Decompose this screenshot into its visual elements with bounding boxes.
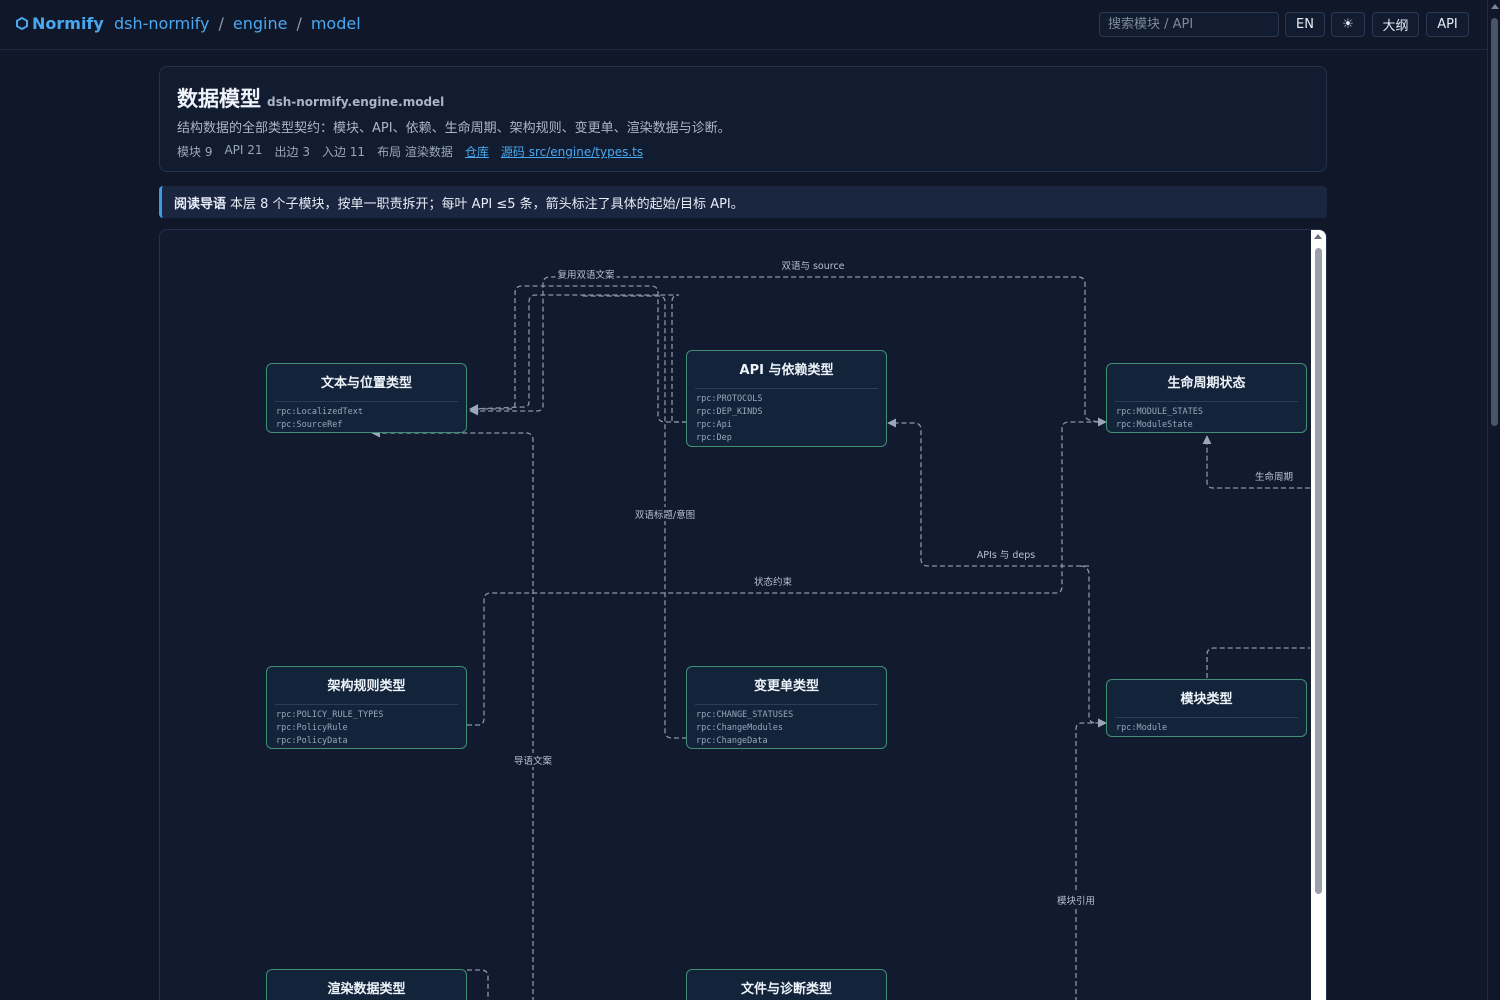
reading-guide-label: 阅读导语 bbox=[174, 196, 227, 212]
node-title: 模块类型 bbox=[1180, 692, 1233, 707]
node-text-position-types[interactable]: 文本与位置类型 rpc:LocalizedText rpc:SourceRef bbox=[266, 363, 467, 433]
scrollbar-thumb[interactable] bbox=[1491, 18, 1498, 426]
breadcrumb-separator: / bbox=[218, 14, 224, 33]
source-link[interactable]: 源码 src/engine/types.ts bbox=[500, 145, 644, 159]
reading-guide: 阅读导语 本层 8 个子模块，按单一职责拆开；每叶 API ≤5 条，箭头标注了… bbox=[159, 186, 1327, 218]
scroll-up-arrow-icon[interactable] bbox=[1491, 4, 1499, 9]
node-change-types[interactable]: 变更单类型 rpc:CHANGE_STATUSES rpc:ChangeModu… bbox=[686, 666, 887, 749]
reading-guide-text: 本层 8 个子模块，按单一职责拆开；每叶 API ≤5 条，箭头标注了具体的起始… bbox=[230, 196, 744, 212]
api-item[interactable]: rpc:Api bbox=[696, 420, 732, 430]
hexagon-logo-icon bbox=[16, 17, 28, 30]
api-item[interactable]: rpc:DEP_KINDS bbox=[696, 407, 763, 417]
api-item[interactable]: rpc:PROTOCOLS bbox=[696, 394, 763, 404]
api-item[interactable]: rpc:ModuleState bbox=[1116, 420, 1193, 430]
node-module-types[interactable]: 模块类型 rpc:Module bbox=[1106, 679, 1307, 737]
repo-link[interactable]: 仓库 bbox=[464, 145, 489, 159]
api-item[interactable]: rpc:POLICY_RULE_TYPES bbox=[276, 710, 384, 720]
api-item[interactable]: rpc:Module bbox=[1116, 723, 1168, 733]
node-divider bbox=[1115, 401, 1298, 402]
language-toggle-button[interactable]: EN bbox=[1285, 12, 1325, 37]
api-item[interactable]: rpc:PolicyData bbox=[276, 736, 348, 746]
node-divider bbox=[275, 704, 458, 705]
node-title: 渲染数据类型 bbox=[327, 982, 406, 997]
edge-label-lifecycle: 生命周期 bbox=[1252, 469, 1296, 483]
module-description: 结构数据的全部类型契约：模块、API、依赖、生命周期、架构规则、变更单、渲染数据… bbox=[177, 121, 731, 136]
theme-toggle-button[interactable]: ☀ bbox=[1331, 12, 1365, 37]
page-title: 数据模型 bbox=[177, 87, 261, 111]
node-divider bbox=[1115, 717, 1298, 718]
brand-name: Normify bbox=[32, 14, 104, 33]
search-input[interactable] bbox=[1099, 12, 1279, 37]
edge-render bbox=[467, 969, 489, 1000]
api-item[interactable]: rpc:CHANGE_STATUSES bbox=[696, 710, 794, 720]
edge-module-ref bbox=[1075, 718, 1107, 1000]
edge-label-apis-deps: APIs 与 deps bbox=[974, 547, 1038, 561]
node-title: 生命周期状态 bbox=[1167, 376, 1246, 391]
page-scrollbar[interactable] bbox=[1487, 0, 1500, 1000]
edge-bilingual-source bbox=[469, 276, 1107, 423]
meta-apis: API 21 bbox=[224, 143, 263, 157]
edge-reuse-bilingual bbox=[469, 285, 687, 423]
edge-state-constraint bbox=[467, 417, 1107, 726]
edge-reuse-bilingual-2 bbox=[469, 294, 687, 423]
edge-module-outgoing bbox=[1206, 647, 1310, 678]
node-file-diagnostic-types[interactable]: 文件与诊断类型 bbox=[686, 969, 887, 1000]
node-lifecycle-states[interactable]: 生命周期状态 rpc:MODULE_STATES rpc:ModuleState bbox=[1106, 363, 1307, 433]
edge-label-guide-text: 导语文案 bbox=[511, 753, 555, 767]
sun-icon: ☀ bbox=[1342, 17, 1354, 32]
breadcrumb-item-engine[interactable]: engine bbox=[232, 14, 288, 33]
meta-out-edges: 出边 3 bbox=[274, 145, 310, 159]
edge-label-bilingual-source: 双语与 source bbox=[779, 258, 847, 272]
diagram-scrollbar-thumb[interactable] bbox=[1315, 248, 1322, 894]
edge-label-state-constraint: 状态约束 bbox=[751, 574, 795, 588]
outline-button[interactable]: 大纲 bbox=[1372, 12, 1419, 37]
module-diagram[interactable]: 文本与位置类型 rpc:LocalizedText rpc:SourceRef … bbox=[159, 229, 1327, 1000]
breadcrumb-separator: / bbox=[296, 14, 302, 33]
node-divider bbox=[695, 388, 878, 389]
edge-lifecycle bbox=[1202, 435, 1310, 489]
module-header-card: 数据模型 dsh-normify.engine.model 结构数据的全部类型契… bbox=[159, 66, 1327, 172]
api-item[interactable]: rpc:Dep bbox=[696, 433, 732, 443]
meta-modules: 模块 9 bbox=[177, 145, 213, 159]
node-title: 架构规则类型 bbox=[327, 679, 406, 694]
api-item[interactable]: rpc:MODULE_STATES bbox=[1116, 407, 1203, 417]
edge-label-module-ref: 模块引用 bbox=[1054, 893, 1098, 907]
edge-label-reuse-bilingual: 复用双语文案 bbox=[555, 267, 617, 281]
api-item[interactable]: rpc:LocalizedText bbox=[276, 407, 363, 417]
node-policy-rule-types[interactable]: 架构规则类型 rpc:POLICY_RULE_TYPES rpc:PolicyR… bbox=[266, 666, 467, 749]
edge-apis-deps-module bbox=[1079, 565, 1107, 728]
module-meta: 模块 9 API 21 出边 3 入边 11 布局 渲染数据 仓库 源码 src… bbox=[177, 143, 643, 160]
diagram-scrollbar[interactable] bbox=[1311, 230, 1326, 1000]
meta-in-edges: 入边 11 bbox=[321, 145, 366, 159]
breadcrumb-item-root[interactable]: dsh-normify bbox=[114, 14, 210, 33]
api-button[interactable]: API bbox=[1426, 12, 1469, 37]
edge-apis-deps bbox=[887, 418, 1089, 567]
node-divider bbox=[275, 401, 458, 402]
breadcrumb-item-model[interactable]: model bbox=[310, 14, 361, 33]
node-render-data-types[interactable]: 渲染数据类型 bbox=[266, 969, 467, 1000]
meta-layout: 布局 渲染数据 bbox=[377, 145, 453, 159]
breadcrumb: dsh-normify / engine / model bbox=[114, 14, 361, 33]
node-title: 变更单类型 bbox=[753, 679, 819, 694]
edge-guide-text bbox=[371, 428, 534, 1000]
api-item[interactable]: rpc:SourceRef bbox=[276, 420, 343, 430]
diagram-edges bbox=[371, 276, 1310, 1000]
node-title: API 与依赖类型 bbox=[739, 363, 834, 378]
node-divider bbox=[695, 704, 878, 705]
module-path: dsh-normify.engine.model bbox=[267, 95, 445, 109]
node-title: 文件与诊断类型 bbox=[740, 982, 832, 997]
node-api-dep-types[interactable]: API 与依赖类型 rpc:PROTOCOLS rpc:DEP_KINDS rp… bbox=[686, 350, 887, 447]
api-item[interactable]: rpc:ChangeData bbox=[696, 736, 768, 746]
brand[interactable]: Normify bbox=[16, 14, 104, 33]
scroll-up-arrow-icon[interactable] bbox=[1314, 234, 1322, 239]
edge-label-bilingual-title: 双语标题/意图 bbox=[632, 507, 698, 521]
node-title: 文本与位置类型 bbox=[320, 376, 412, 391]
api-item[interactable]: rpc:ChangeModules bbox=[696, 723, 783, 733]
api-item[interactable]: rpc:PolicyRule bbox=[276, 723, 348, 733]
top-bar: Normify dsh-normify / engine / model EN … bbox=[0, 0, 1487, 50]
